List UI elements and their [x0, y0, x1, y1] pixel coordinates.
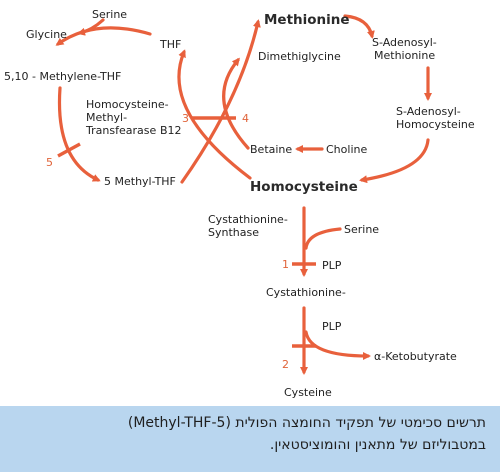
marker-2: 2: [282, 358, 289, 371]
label-thf: THF: [159, 38, 181, 51]
metabolic-pathway-diagram: 3 4 5 1 2 Serine Glycine THF 5,10 - Meth…: [4, 8, 475, 399]
label-sah-line2: Homocysteine: [396, 118, 475, 131]
label-serine-top: Serine: [92, 8, 127, 21]
label-methyl-thf: 5 Methyl-THF: [104, 175, 176, 188]
label-sam-line2: Methionine: [374, 49, 435, 62]
arrow-sah-to-homocysteine: [359, 138, 430, 184]
label-enzyme-line2: Methyl-: [86, 111, 127, 124]
marker-1: 1: [282, 258, 289, 271]
label-glycine: Glycine: [26, 28, 67, 41]
marker-4: 4: [242, 112, 249, 125]
label-enzyme-line1: Homocysteine-: [86, 98, 169, 111]
label-serine-bottom: Serine: [344, 223, 379, 236]
marker-3: 3: [182, 112, 189, 125]
caption-line-2: במטבוליזם של מתאנין והומוציסטאין.: [269, 437, 486, 453]
arrow-betaine-to-dimethylglycine: [222, 57, 250, 150]
label-b12: B12: [160, 124, 182, 137]
arrow-methyl-thf-to-thf: [177, 49, 252, 180]
label-cbs-line2: Synthase: [208, 226, 259, 239]
inhibition-bar-5: [57, 142, 81, 158]
arrow-serine-to-glycine: [77, 18, 105, 36]
label-sah-line1: S-Adenosyl-: [396, 105, 461, 118]
label-plp-1: PLP: [322, 259, 342, 272]
arrow-homocysteine-to-methionine: [180, 19, 261, 184]
arrow-thf-to-methylene-thf: [55, 26, 152, 46]
label-cbs-line1: Cystathionine-: [208, 213, 288, 226]
label-cysteine: Cysteine: [284, 386, 332, 399]
label-plp-2: PLP: [322, 320, 342, 333]
arrow-methionine-to-sam: [343, 14, 375, 39]
label-homocysteine: Homocysteine: [250, 179, 358, 195]
label-dimethylglycine: Dimethiglycine: [258, 50, 341, 63]
label-methionine: Methionine: [264, 12, 350, 28]
caption-line-1: תרשים סכימטי של תפקיד החומצה הפולית (5-M…: [127, 415, 486, 431]
marker-5: 5: [46, 156, 53, 169]
label-choline: Choline: [326, 143, 367, 156]
label-ketobutyrate: α-Ketobutyrate: [374, 350, 457, 363]
figure-caption: תרשים סכימטי של תפקיד החומצה הפולית (5-M…: [0, 406, 500, 472]
label-sam-line1: S-Adenosyl-: [372, 36, 437, 49]
label-betaine: Betaine: [250, 143, 292, 156]
label-methylene-thf: 5,10 - Methylene-THF: [4, 70, 121, 83]
arrow-methylene-to-methyl-thf: [57, 86, 101, 182]
label-cystathionine: Cystathionine-: [266, 286, 346, 299]
arrow-serine-joining: [304, 227, 342, 250]
arrow-to-ketobutyrate: [304, 330, 371, 360]
label-enzyme-line3: Transfearase: [85, 124, 156, 137]
